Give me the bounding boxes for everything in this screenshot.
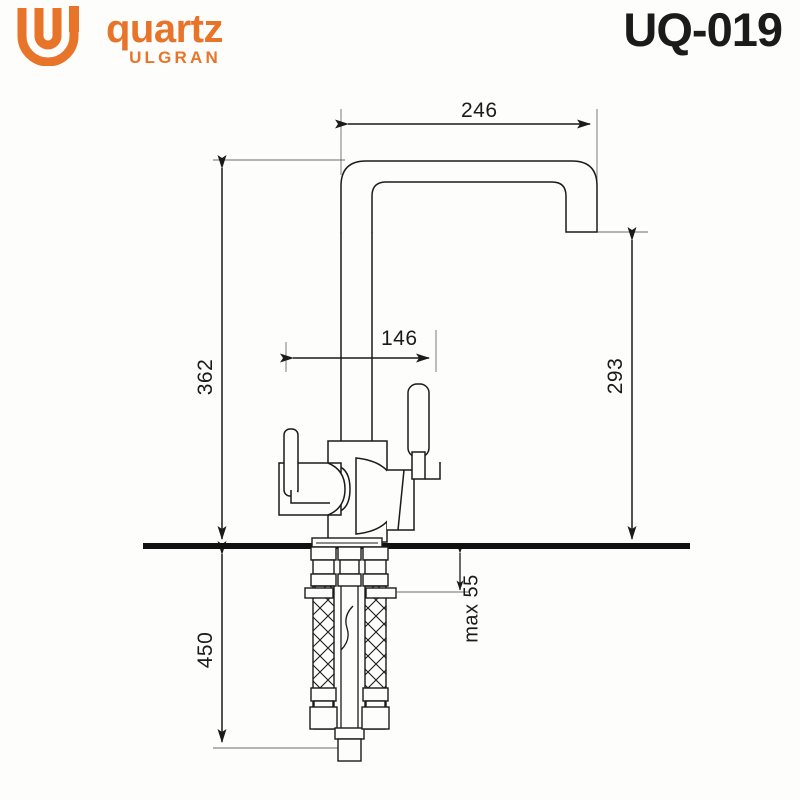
faucet-riser (340, 232, 373, 441)
dimension-label-246: 246 (461, 99, 498, 122)
model-code: UQ-019 (623, 3, 783, 56)
hose-right-braided (361, 546, 390, 730)
brand-name: quartz (106, 7, 224, 51)
brand-subtitle: ULGRAN (129, 48, 221, 67)
quartz-u-logo-icon (17, 6, 79, 66)
brand-lockup: quartz ULGRAN (14, 4, 224, 67)
dimension-label-max-55: max 55 (460, 574, 483, 643)
faucet-spout (340, 160, 598, 233)
faucet-base-plate (311, 537, 383, 548)
mounting-nuts (304, 587, 397, 599)
dimension-label-450: 450 (194, 631, 217, 669)
faucet-handle-right (407, 383, 441, 480)
dimension-lines (217, 119, 637, 743)
dimension-label-146: 146 (381, 327, 418, 350)
hose-center-tube (334, 546, 365, 762)
dimension-label-293: 293 (604, 357, 627, 395)
dimension-label-362: 362 (194, 358, 217, 396)
hose-left-braided (309, 546, 338, 730)
witness-lines (213, 109, 648, 749)
faucet-handle-left (283, 428, 330, 504)
